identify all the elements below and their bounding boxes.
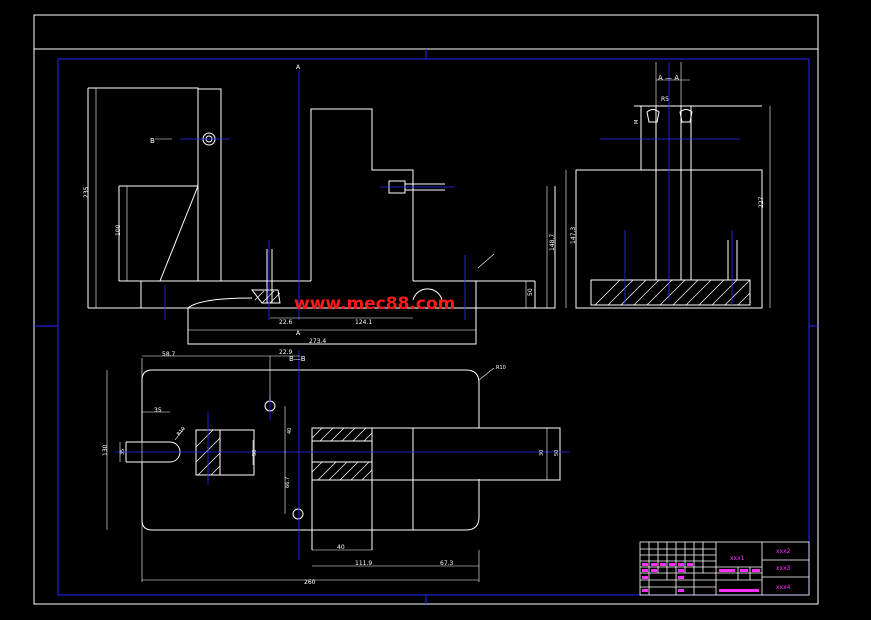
section-view-b-label: B—B	[289, 355, 306, 363]
dim-plan-d: R10	[176, 426, 187, 437]
title-block-right-3: xxx4	[776, 584, 791, 591]
dim-front-mid: 124.1	[355, 319, 372, 326]
side-dimensions	[565, 62, 771, 308]
title-block-right-1: xxx2	[776, 548, 791, 555]
dim-plan-e: 40	[287, 428, 293, 434]
section-cut-a-top-label: A	[296, 64, 301, 71]
title-block-center: xxx1	[730, 555, 745, 562]
dim-plan-a: 58.7	[162, 351, 176, 358]
dim-plan-m: 111.9	[355, 560, 372, 567]
section-view-a-label: A — A	[658, 74, 679, 82]
dim-plan-g: 35	[120, 449, 126, 455]
section-cut-b-label: B	[150, 137, 155, 145]
dim-plan-radius: R10	[496, 365, 506, 371]
dim-plan-f: 130	[102, 444, 109, 456]
dim-side-height: 147.3	[570, 227, 577, 244]
dim-plan-b: 22.9	[279, 349, 293, 356]
side-centerlines	[600, 62, 740, 305]
dim-plan-h: 50	[252, 450, 258, 456]
dim-plan-k: 50	[554, 450, 560, 456]
dim-plan-l: 40	[337, 544, 345, 551]
dim-front-total-width: 273.4	[309, 338, 326, 345]
side-hatch	[594, 279, 751, 306]
front-dimensions	[95, 88, 548, 331]
dim-front-small-height: 50	[527, 288, 534, 296]
front-hatch	[254, 290, 281, 304]
dim-front-block-height: 100	[115, 224, 122, 236]
watermark-text: www.mec88.com	[294, 294, 455, 314]
dim-front-total-height: 235	[83, 186, 90, 198]
plan-dimensions	[106, 355, 548, 582]
dim-plan-c: 35	[154, 407, 162, 414]
title-block-marks	[642, 563, 760, 592]
dim-plan-j: 30	[539, 450, 545, 456]
title-block	[639, 541, 810, 596]
side-view	[575, 105, 763, 309]
inner-frame	[57, 58, 810, 596]
dim-side-top-b: M	[634, 120, 640, 124]
dim-plan-n: 67.3	[440, 560, 454, 567]
dim-plan-i: 66.7	[285, 477, 291, 488]
front-centerlines	[164, 70, 466, 320]
dim-front-gap: 22.6	[279, 319, 293, 326]
plan-centerlines	[115, 350, 570, 560]
plan-hatch	[195, 427, 373, 481]
dim-side-top-a: R5	[661, 96, 669, 103]
frame-center-marks	[34, 49, 818, 604]
title-block-right-2: xxx3	[776, 565, 791, 572]
dim-side-right: 227	[758, 196, 765, 208]
plan-view	[125, 369, 561, 550]
section-cut-a-bottom-label: A	[296, 330, 301, 337]
dim-plan-total: 260	[304, 579, 316, 586]
dim-front-right-height: 148.7	[549, 234, 556, 251]
front-view	[87, 87, 556, 345]
